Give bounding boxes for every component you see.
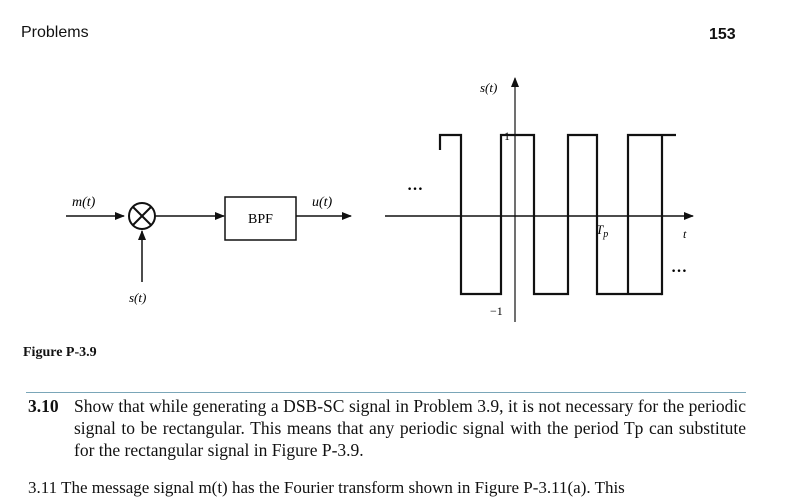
output-label-u-t: u(t) <box>312 195 333 210</box>
square-wave <box>438 133 676 296</box>
period-label: Tp <box>596 222 608 240</box>
plot-ylabel: s(t) <box>480 80 497 95</box>
problem-number: 3.10 <box>28 396 59 416</box>
signal-plot: s(t) 1 −1 Tp t … … <box>385 77 694 322</box>
problem-text: Show that while generating a DSB-SC sign… <box>74 396 746 460</box>
problem-3-10: 3.10 Show that while generating a DSB-SC… <box>28 395 746 461</box>
plot-xlabel: t <box>683 227 687 241</box>
section-divider <box>26 392 746 393</box>
bpf-block <box>224 196 297 241</box>
running-header-section: Problems <box>21 24 89 41</box>
block-diagram: m(t) s(t) BPF u(t) <box>66 195 352 305</box>
figure-p-3-9: m(t) s(t) BPF u(t) s(t) 1 −1 Tp t … … <box>66 77 694 322</box>
ellipsis-left: … <box>407 177 423 194</box>
page-number: 153 <box>709 26 736 43</box>
ellipsis-right: … <box>671 259 687 276</box>
level-low-label: −1 <box>490 304 503 318</box>
bpf-label: BPF <box>248 212 273 227</box>
multiplier-symbol <box>128 202 156 230</box>
carrier-label-s-t: s(t) <box>129 290 146 305</box>
next-problem-fragment: 3.11 The message signal m(t) has the Fou… <box>28 478 625 497</box>
input-label-m-t: m(t) <box>72 195 96 210</box>
figure-caption: Figure P-3.9 <box>23 345 97 360</box>
